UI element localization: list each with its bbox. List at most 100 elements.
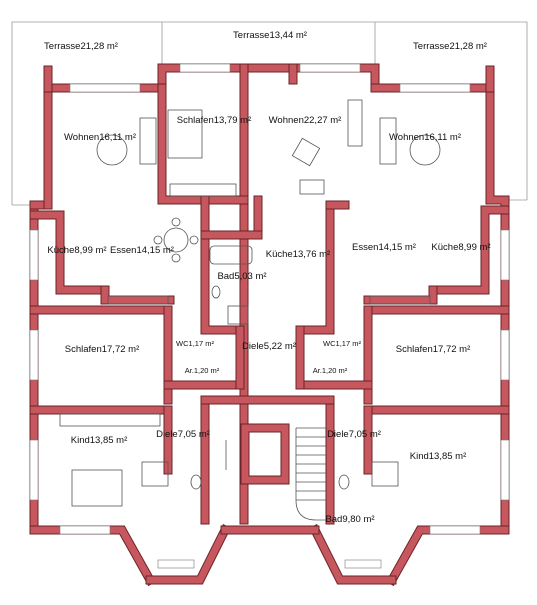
- room-area: 16,11 m²: [424, 132, 462, 143]
- room-name: WC: [323, 339, 336, 348]
- room-area: 16,11 m²: [99, 132, 137, 143]
- wall-edge-8: [157, 83, 249, 205]
- wall-38: [241, 424, 289, 484]
- room-area: 8,99 m²: [74, 245, 107, 256]
- sofa-wohnen-right: [379, 117, 397, 165]
- room-area: 13,44 m²: [269, 30, 307, 41]
- room-name: Essen: [352, 242, 379, 253]
- room-area: 1,20 m²: [193, 366, 220, 375]
- dining-table-center: [299, 179, 325, 195]
- wall-edge-38: [240, 423, 290, 485]
- room-label-essen-right: Essen14,15 m²: [352, 242, 416, 254]
- room-name: Kind: [70, 435, 90, 446]
- room-area: 8,99 m²: [458, 242, 491, 253]
- counter-kueche-right: [369, 295, 431, 305]
- room-name: Bad: [325, 514, 343, 525]
- room-area: 5,22 m²: [263, 341, 296, 352]
- room-label-kind-right: Kind13,85 m²: [409, 451, 467, 463]
- shower-bad-center: [227, 305, 249, 325]
- room-label-wc-right: WC1,17 m²: [323, 339, 361, 349]
- room-area: 17,72 m²: [101, 344, 140, 355]
- wall-3: [30, 526, 155, 585]
- room-label-kueche-left: Küche8,99 m²: [47, 245, 107, 257]
- chair-left-0: [171, 217, 181, 227]
- windows-and-doors: [29, 63, 510, 569]
- window-bay-right: [344, 559, 382, 569]
- window-kueche-right: [500, 229, 510, 281]
- room-label-schlafen-left: Schlafen17,72 m²: [64, 344, 140, 356]
- room-label-schlafen-right: Schlafen17,72 m²: [395, 344, 471, 356]
- room-label-ar-right: Ar.1,20 m²: [312, 366, 348, 376]
- window-kueche-left: [29, 229, 39, 281]
- chair-left-1: [171, 253, 181, 263]
- room-area: 5,03 m²: [234, 271, 267, 282]
- wall-8: [158, 84, 248, 204]
- bathtub-center: [209, 245, 253, 265]
- bed-kind-left: [71, 469, 123, 507]
- window-wohnen-center: [299, 63, 361, 73]
- room-label-terrasse-center: Terrasse13,44 m²: [233, 30, 307, 42]
- room-area: 14,15 m²: [378, 242, 416, 253]
- room-area: 9,80 m²: [342, 514, 375, 525]
- room-label-wohnen-right: Wohnen16,11 m²: [388, 132, 462, 144]
- window-kind-right: [500, 439, 510, 501]
- wall-12: [310, 525, 396, 584]
- room-name: Bad: [217, 271, 235, 282]
- room-name: Essen: [110, 245, 137, 256]
- basin-bad-bottom: [338, 474, 350, 490]
- table-wohnen-right: [409, 134, 441, 166]
- room-label-kueche-center: Küche13,76 m²: [265, 249, 331, 261]
- room-label-diele-center: Diele5,22 m²: [242, 341, 296, 353]
- wall-16: [429, 206, 509, 294]
- room-area: 17,72 m²: [432, 344, 471, 355]
- chair-left-3: [189, 235, 199, 245]
- room-name: Schlafen: [64, 344, 102, 355]
- wall-4: [146, 525, 230, 584]
- room-label-diele-left: Diele7,05 m²: [156, 429, 210, 441]
- room-area: 21,28 m²: [80, 41, 118, 52]
- window-schlafen-right: [500, 329, 510, 381]
- room-label-kueche-right: Küche8,99 m²: [431, 242, 491, 254]
- room-name: Schlafen: [395, 344, 433, 355]
- room-area: 13,76 m²: [292, 249, 331, 260]
- room-label-kind-left: Kind13,85 m²: [70, 435, 128, 447]
- room-label-diele-right: Diele7,05 m²: [327, 429, 381, 441]
- room-area: 21,28 m²: [449, 41, 487, 52]
- room-name: Ar.: [184, 366, 194, 375]
- window-kind-left: [29, 439, 39, 501]
- wardrobe-kind-left: [59, 413, 161, 427]
- bed-schlafen-top: [167, 109, 203, 159]
- terrace-outline-right: [374, 21, 528, 200]
- room-name: WC: [176, 339, 189, 348]
- room-name: Terrasse: [44, 41, 81, 52]
- room-name: Diele: [242, 341, 264, 352]
- room-label-terrasse-left: Terrasse21,28 m²: [44, 41, 118, 53]
- room-label-essen-left: Essen14,15 m²: [110, 245, 174, 257]
- room-name: Wohnen: [268, 115, 304, 126]
- wall-20: [296, 201, 334, 334]
- room-area: 1,17 m²: [335, 339, 361, 348]
- room-label-wohnen-left: Wohnen16,11 m²: [63, 132, 137, 144]
- room-label-wohnen-center: Wohnen22,27 m²: [268, 115, 342, 127]
- room-name: Wohnen: [388, 132, 425, 143]
- room-name: Wohnen: [63, 132, 100, 143]
- stair-handrail: [295, 428, 326, 521]
- room-area: 7,05 m²: [177, 429, 210, 440]
- room-name: Küche: [265, 249, 293, 260]
- toilet-bad-center: [211, 285, 221, 299]
- wall-edge-20: [295, 200, 335, 335]
- window-schlafen-top: [179, 63, 231, 73]
- window-kind-left-bottom: [59, 525, 111, 535]
- counter-kueche-left: [107, 295, 169, 305]
- room-name: Küche: [47, 245, 75, 256]
- terrace-outlines: [11, 21, 528, 206]
- window-wohnen-left: [69, 83, 141, 93]
- room-name: Diele: [156, 429, 178, 440]
- dining-table-left: [163, 227, 189, 253]
- sofa-wohnen-center: [347, 99, 363, 147]
- room-name: Terrasse: [233, 30, 270, 41]
- room-name: Kind: [409, 451, 429, 462]
- room-name: Ar.: [312, 366, 322, 375]
